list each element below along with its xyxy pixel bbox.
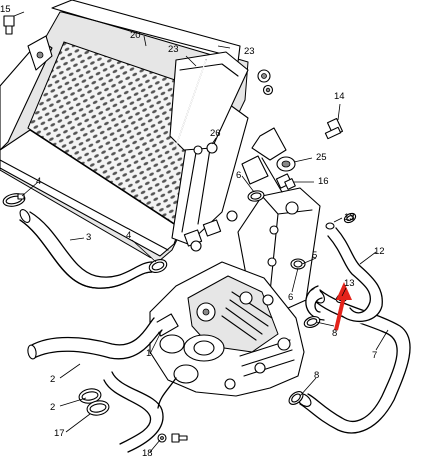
leader-lines xyxy=(13,11,389,453)
callout-16: 16 xyxy=(318,176,329,187)
callout-4-right: 4 xyxy=(126,230,131,241)
callout-6-upper: 6 xyxy=(236,170,241,181)
fitting-part xyxy=(275,173,296,190)
flow-arrow xyxy=(334,282,352,331)
bolt-part xyxy=(171,433,188,443)
hose-clamp xyxy=(86,400,110,416)
callout-8-lower: 8 xyxy=(314,370,319,381)
callout-25: 25 xyxy=(316,152,327,163)
hose-clamp xyxy=(2,193,26,207)
engine-cooling-fins xyxy=(221,291,295,377)
hose-17 xyxy=(102,371,177,454)
callout-3: 3 xyxy=(86,232,91,243)
callout-14: 14 xyxy=(334,91,345,102)
hose-clamp xyxy=(343,212,357,224)
mount-lug xyxy=(202,219,222,237)
lower-pump-neck xyxy=(173,364,199,384)
radiator-bottom-channel xyxy=(0,129,181,257)
hose-12 xyxy=(327,227,383,324)
callout-18: 18 xyxy=(142,448,153,457)
upper-outlet-fitting xyxy=(251,127,287,161)
pump-inlet xyxy=(159,334,185,354)
callout-2-upper: 2 xyxy=(50,374,55,385)
callout-17: 17 xyxy=(54,428,65,439)
o-ring xyxy=(325,222,335,230)
bolt-part xyxy=(3,15,15,35)
engine-upper-block xyxy=(187,275,279,353)
cap-part xyxy=(276,156,296,172)
washer xyxy=(257,69,271,83)
temperature-sensor xyxy=(324,117,344,140)
callout-1: 1 xyxy=(146,348,151,359)
hose-clamp xyxy=(78,388,102,404)
callout-23-right: 23 xyxy=(244,46,255,57)
callout-15: 15 xyxy=(0,4,11,15)
callout-4-left: 4 xyxy=(36,176,41,187)
callout-7: 7 xyxy=(372,350,377,361)
callout-12: 12 xyxy=(374,246,385,257)
hose-clamp xyxy=(148,259,168,273)
hose-clamp xyxy=(288,391,304,405)
callout-labels: 15 20 23 23 14 26 25 16 6 4 3 4 13 12 5 … xyxy=(0,4,385,457)
callout-5: 5 xyxy=(312,250,317,261)
callout-23-left: 23 xyxy=(168,44,179,55)
callout-13-upper: 13 xyxy=(344,212,355,223)
callout-8-upper: 8 xyxy=(332,328,337,339)
outlet-neck xyxy=(241,155,269,185)
engine-block xyxy=(149,261,305,397)
washer xyxy=(262,84,274,96)
hose-clamp xyxy=(303,316,321,328)
callout-20: 20 xyxy=(130,30,141,41)
radiator-assembly xyxy=(0,0,249,263)
hose-1 xyxy=(27,317,163,360)
callout-13-lower: 13 xyxy=(344,278,355,289)
callout-26: 26 xyxy=(210,128,221,139)
hose-clamp xyxy=(247,190,265,202)
callout-2-lower: 2 xyxy=(50,402,55,413)
callout-6-lower: 6 xyxy=(288,292,293,303)
hose-3 xyxy=(19,208,156,289)
